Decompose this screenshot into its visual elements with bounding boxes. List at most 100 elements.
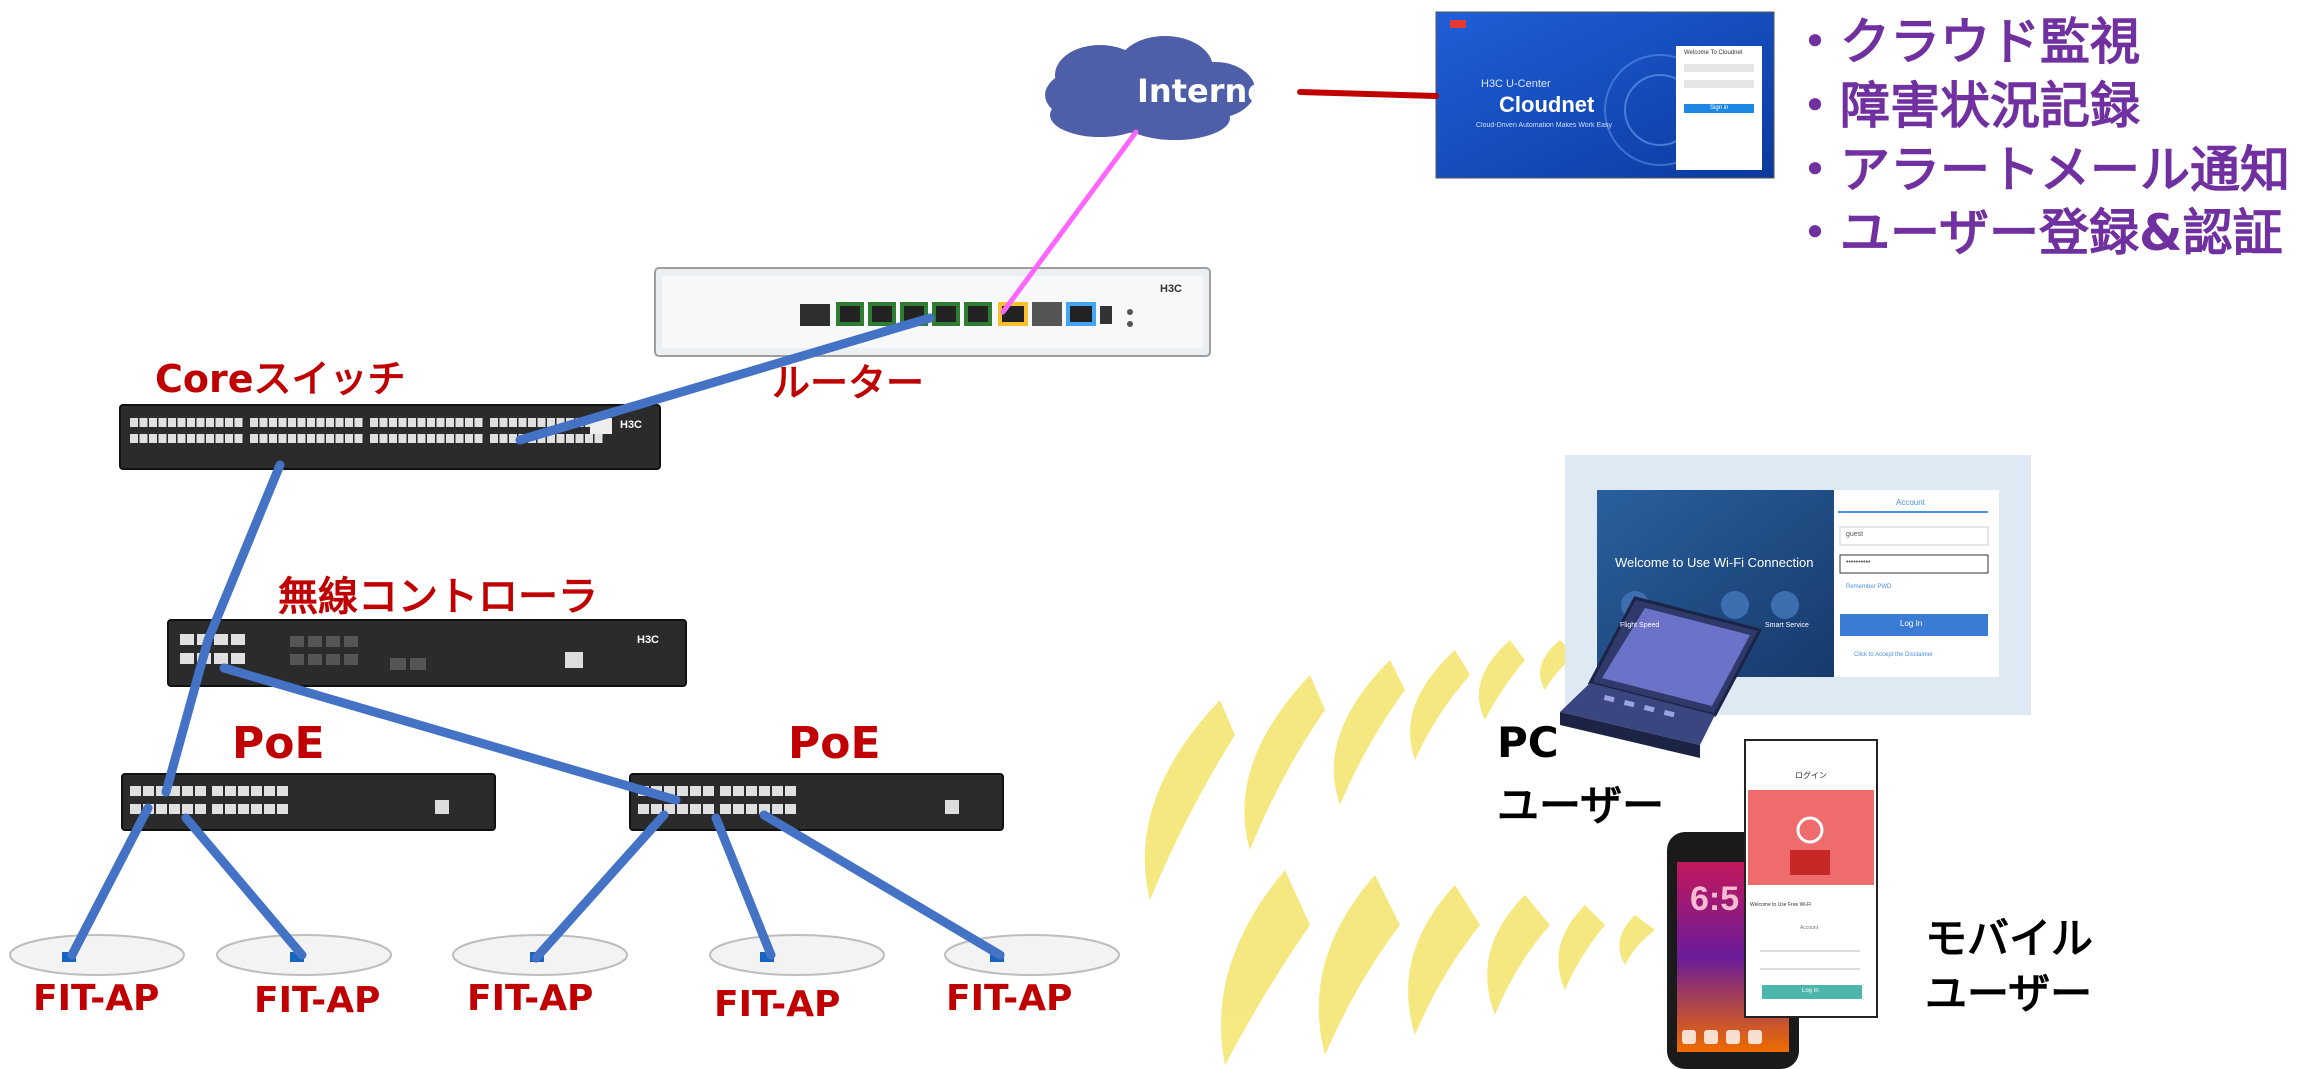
link-router-core <box>515 313 935 445</box>
poe-switch-right-device <box>629 773 1004 831</box>
switch-port <box>733 804 744 814</box>
wireless-controller-device: H3C <box>167 619 687 687</box>
switch-port <box>278 434 287 443</box>
pc-portal-feature2: Smart Service <box>1765 622 1809 629</box>
switch-port <box>234 418 243 427</box>
switch-port <box>130 804 141 814</box>
switch-port <box>215 418 224 427</box>
network-links <box>67 89 1439 963</box>
switch-port <box>398 434 407 443</box>
switch-port <box>370 434 378 443</box>
switch-port <box>139 434 148 443</box>
router-brand: H3C <box>1160 283 1182 295</box>
switch-port <box>316 418 325 427</box>
poe-right-label: PoE <box>788 718 881 769</box>
switch-port <box>703 804 714 814</box>
switch-port <box>269 434 277 443</box>
switch-port <box>417 418 426 427</box>
switch-port <box>206 434 214 443</box>
ap-label: FIT-AP <box>467 978 594 1019</box>
cloudnet-brand: H3C U-Center <box>1481 78 1551 90</box>
ap-label: FIT-AP <box>714 984 841 1025</box>
switch-port <box>251 804 262 814</box>
switch-port <box>196 418 205 427</box>
feature-item: ・障害状況記録 <box>1790 77 2140 135</box>
switch-port <box>528 418 536 427</box>
pc-portal-feature1: Flight Speed <box>1620 622 1660 629</box>
switch-port <box>465 434 473 443</box>
switch-port <box>345 434 353 443</box>
switch-port <box>259 418 268 427</box>
switch-port <box>156 786 167 796</box>
switch-port <box>277 786 288 796</box>
switch-port <box>212 786 223 796</box>
switch-port <box>264 786 275 796</box>
switch-port <box>556 418 565 427</box>
switch-port <box>225 804 236 814</box>
mobile-portal-screenshot <box>1744 739 1878 1018</box>
switch-port <box>651 804 662 814</box>
switch-port <box>703 786 714 796</box>
switch-port <box>158 434 167 443</box>
switch-port <box>143 786 154 796</box>
switch-port <box>130 418 138 427</box>
link-core-controller <box>203 460 285 645</box>
switch-port <box>720 786 731 796</box>
switch-port <box>664 786 675 796</box>
switch-port <box>408 434 416 443</box>
core-switch-device: H3C <box>119 404 661 470</box>
mobile-user-label-line2: ユーザー <box>1925 969 2093 1018</box>
wireless-controller-label: 無線コントローラ <box>278 574 598 620</box>
cloudnet-title: Cloudnet <box>1499 92 1595 117</box>
switch-port <box>746 786 757 796</box>
pc-portal-username: guest <box>1846 531 1864 538</box>
switch-port <box>288 418 296 427</box>
mobile-portal-account: Account <box>1800 925 1819 931</box>
pc-portal-login-button: Log In <box>1900 619 1923 628</box>
switch-port <box>156 804 167 814</box>
router-label: ルーター <box>772 361 925 405</box>
switch-port <box>427 418 435 427</box>
switch-port <box>427 434 435 443</box>
switch-port <box>499 434 508 443</box>
router-device: H3C <box>654 267 1211 357</box>
pc-portal-password: •••••••••• <box>1846 559 1871 566</box>
switch-port <box>509 434 517 443</box>
switch-port <box>335 434 344 443</box>
switch-port <box>408 418 416 427</box>
controller-brand: H3C <box>637 634 659 646</box>
link-controller-poe-left <box>161 635 213 797</box>
pc-portal-screenshot <box>1565 455 2031 715</box>
link-controller-poe-right <box>219 663 681 805</box>
switch-port <box>149 434 157 443</box>
switch-port <box>677 804 688 814</box>
switch-port <box>326 418 334 427</box>
switch-port <box>195 804 206 814</box>
link-poe-left-ap1 <box>67 803 153 960</box>
svg-text:6:5: 6:5 <box>1690 880 1739 918</box>
poe-left-label: PoE <box>232 718 325 769</box>
switch-port <box>158 418 167 427</box>
switch-port <box>759 786 770 796</box>
switch-port <box>575 434 584 443</box>
switch-port <box>398 418 407 427</box>
switch-port <box>474 434 483 443</box>
access-points <box>9 934 1120 976</box>
switch-port <box>196 434 205 443</box>
pc-portal-account-tab: Account <box>1896 498 1925 507</box>
switch-port <box>455 434 464 443</box>
switch-port <box>759 804 770 814</box>
switch-port <box>772 804 783 814</box>
switch-port <box>436 418 445 427</box>
link-poe-right-ap5 <box>759 810 1005 960</box>
switch-port <box>307 434 315 443</box>
laptop-icon <box>1560 596 1763 758</box>
switch-port <box>259 434 268 443</box>
switch-port <box>326 434 334 443</box>
pc-user-label-line1: PC <box>1497 718 1559 767</box>
switch-port <box>316 434 325 443</box>
switch-port <box>130 434 138 443</box>
switch-port <box>446 418 454 427</box>
switch-port <box>677 786 688 796</box>
